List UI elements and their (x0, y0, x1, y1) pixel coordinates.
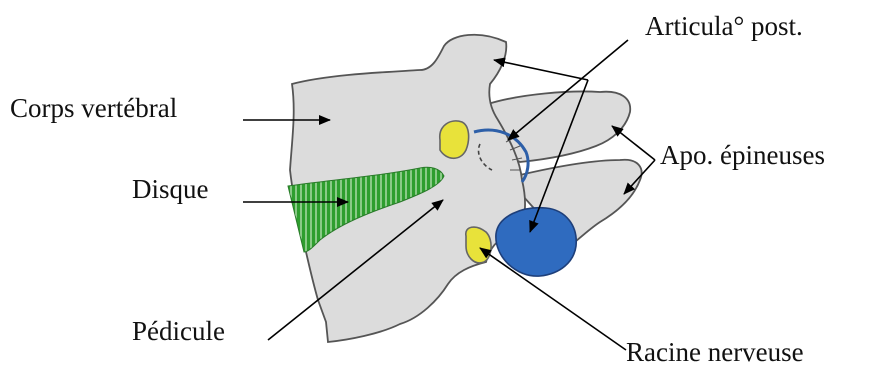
articular-facet-lower (466, 227, 491, 263)
label-corps-vertebral: Corps vertébral (10, 93, 177, 123)
arrow-apo-1 (612, 126, 655, 160)
label-disque: Disque (132, 174, 209, 204)
label-pedicule: Pédicule (132, 316, 225, 346)
label-apophyses-epineuses: Apo. épineuses (660, 140, 825, 170)
label-racine-nerveuse: Racine nerveuse (626, 337, 804, 367)
articular-facet-upper (440, 121, 469, 158)
arrow-articula-1 (494, 60, 588, 80)
label-articulation-posterieure: Articula° post. (645, 11, 803, 41)
